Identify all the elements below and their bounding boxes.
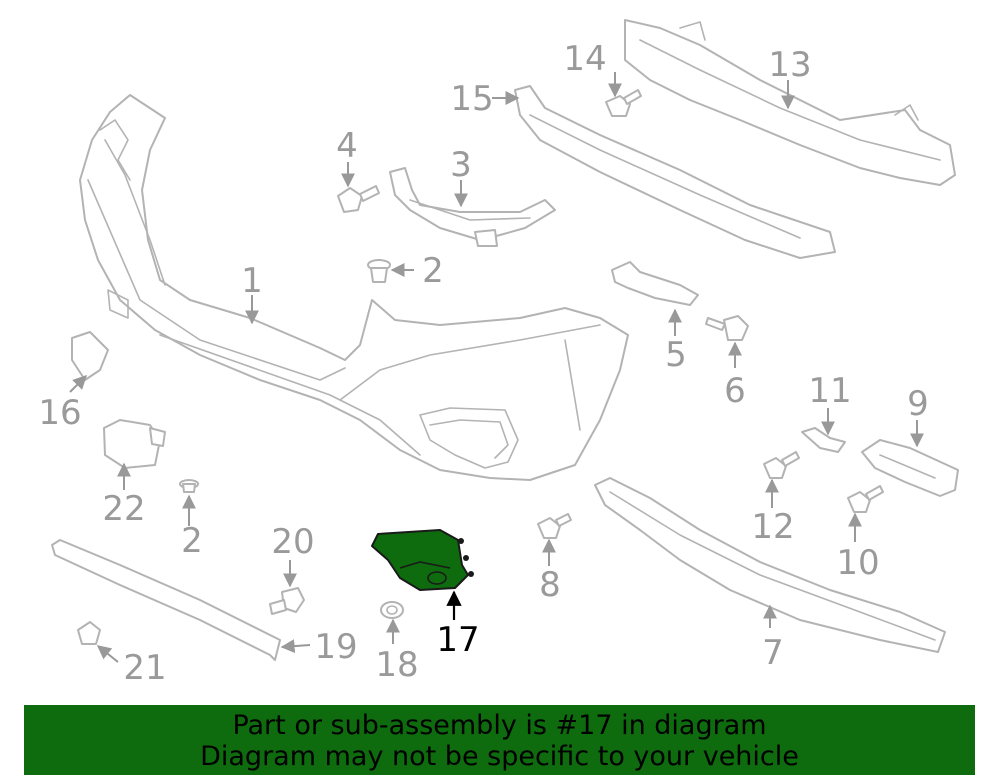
notice-line-1: Part or sub-assembly is #17 in diagram xyxy=(232,710,767,741)
callout-11: 11 xyxy=(808,371,851,411)
bolt-4-part xyxy=(337,185,380,213)
callout-4: 4 xyxy=(336,126,358,166)
bolt-10-part xyxy=(847,485,884,513)
clip-16-part xyxy=(71,331,109,381)
bolt-12-part xyxy=(763,451,800,479)
callout-6: 6 xyxy=(724,371,746,411)
notice-banner: Part or sub-assembly is #17 in diagram D… xyxy=(24,705,975,775)
bumper-cover-part xyxy=(79,94,629,481)
callout-9: 9 xyxy=(907,384,929,424)
callout-7: 7 xyxy=(762,633,784,673)
callout-14: 14 xyxy=(563,39,606,79)
screw-20-part xyxy=(269,587,305,615)
notice-line-2: Diagram may not be specific to your vehi… xyxy=(200,741,799,772)
callout-13: 13 xyxy=(768,45,811,85)
nut-18-part xyxy=(380,601,404,619)
bolt-14-part xyxy=(605,89,642,117)
callout-18: 18 xyxy=(375,645,418,685)
callout-17-highlighted: 17 xyxy=(436,620,479,660)
bracket-part xyxy=(389,167,556,247)
leader-lines xyxy=(69,72,924,663)
callout-3: 3 xyxy=(450,145,472,185)
molding-strip-part xyxy=(51,539,281,661)
screw-21-part xyxy=(77,621,101,645)
callout-10: 10 xyxy=(836,543,879,583)
upper-absorber-part xyxy=(514,85,836,259)
push-clip-lower-part xyxy=(179,479,199,493)
callout-22: 22 xyxy=(102,489,145,529)
callout-labels: 1 2 2 3 4 5 6 7 8 9 10 11 12 13 14 15 16… xyxy=(38,39,928,688)
callout-15: 15 xyxy=(450,79,493,119)
sensor-part xyxy=(103,419,166,469)
callout-2-upper: 2 xyxy=(422,251,444,291)
bolt-6-part xyxy=(705,315,749,341)
callout-21: 21 xyxy=(123,648,166,688)
callout-1: 1 xyxy=(241,261,263,301)
small-bracket-part xyxy=(611,261,699,306)
callout-19: 19 xyxy=(314,627,357,667)
callout-16: 16 xyxy=(38,393,81,433)
callout-12: 12 xyxy=(751,507,794,547)
clip-11-part xyxy=(801,427,846,453)
fog-lamp-bezel-part xyxy=(371,529,474,591)
push-clip-part xyxy=(367,259,391,283)
callout-20: 20 xyxy=(271,522,314,562)
callout-8: 8 xyxy=(539,565,561,605)
bolt-8-part xyxy=(537,513,572,539)
callout-5: 5 xyxy=(665,335,687,375)
absorber-part xyxy=(594,477,946,653)
callout-2-lower: 2 xyxy=(181,521,203,561)
side-bracket-part xyxy=(861,439,959,497)
